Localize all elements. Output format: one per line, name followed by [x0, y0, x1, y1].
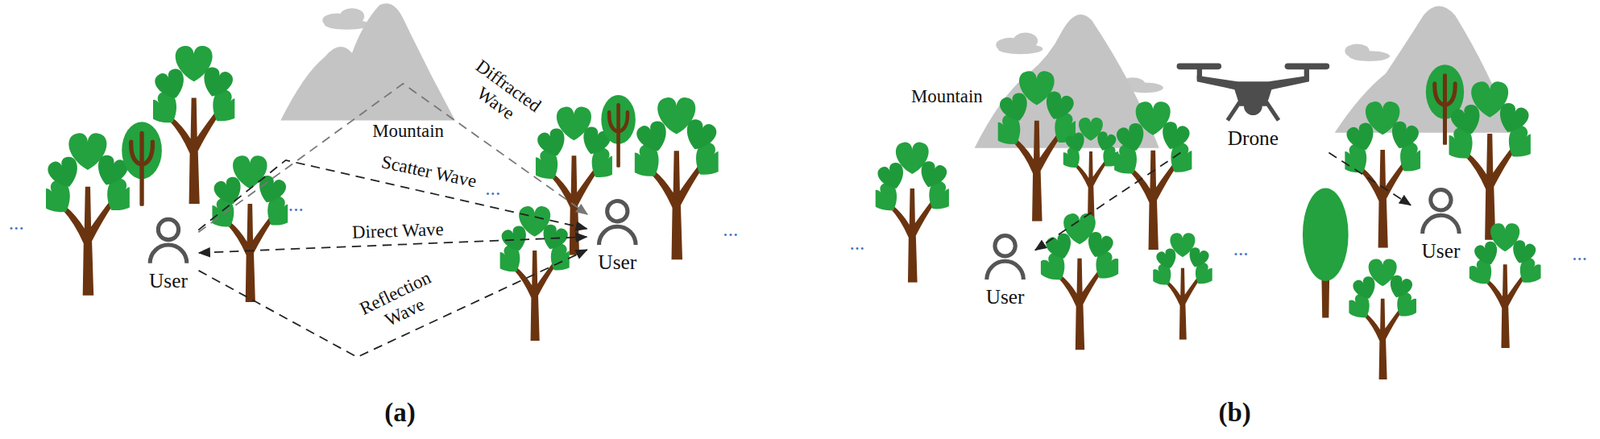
panel-label: (b): [1218, 398, 1251, 428]
node-label: User: [986, 286, 1025, 309]
ellipsis-mark: ...: [722, 217, 738, 241]
ellipsis-mark: ...: [8, 211, 25, 234]
mountain: [280, 3, 456, 121]
drone-legs: [1227, 102, 1279, 121]
drone-node: Drone: [1172, 57, 1334, 152]
drone-body: [1176, 63, 1330, 117]
place-label: Mountain: [372, 121, 444, 142]
tree: [1463, 223, 1548, 349]
ellipsis-mark: ...: [1571, 241, 1588, 265]
user-node: User: [140, 214, 196, 295]
ellipsis-mark: ...: [288, 192, 304, 216]
user-body: [598, 226, 636, 245]
cloud-puff: [998, 43, 1044, 54]
ellipsis-mark: ...: [849, 232, 865, 255]
ellipsis-mark: ...: [1233, 236, 1249, 260]
wave-label: Direct Wave: [352, 218, 444, 243]
tree: [490, 206, 581, 341]
user-node: User: [589, 195, 645, 276]
user-icon: [593, 198, 641, 248]
cloud: [322, 8, 369, 30]
user-head: [994, 236, 1016, 257]
user-body: [986, 261, 1024, 280]
tree: [121, 121, 162, 205]
tree: [1437, 81, 1544, 240]
user-head: [1430, 190, 1451, 211]
tree: [622, 97, 732, 260]
user-body: [1422, 215, 1460, 234]
wave-path: [198, 249, 588, 357]
tree: [1343, 258, 1424, 380]
user-icon: [1417, 186, 1464, 237]
user-icon: [145, 216, 192, 266]
node-label: User: [597, 251, 637, 274]
user-head: [607, 201, 628, 222]
place-label: Mountain: [911, 87, 983, 108]
node-label: Drone: [1227, 126, 1279, 150]
tree: [601, 95, 636, 166]
tree: [1034, 213, 1127, 350]
node-label: User: [1421, 240, 1460, 263]
wave-label: Diffracted Wave: [451, 49, 553, 139]
wave-label: Reflection Wave: [344, 261, 456, 345]
drone-camera: [1243, 96, 1263, 116]
user-head: [157, 219, 179, 240]
tree: [1302, 187, 1349, 318]
node-label: User: [149, 269, 188, 292]
wave-path: [1328, 153, 1411, 206]
tree: [866, 142, 961, 283]
user-icon: [981, 232, 1028, 282]
user-node: User: [1413, 184, 1468, 265]
panel-label: (a): [384, 398, 415, 428]
drone-icon: [1176, 58, 1330, 123]
user-node: User: [977, 230, 1033, 311]
cloud-puff: [324, 19, 370, 30]
tree: [1334, 101, 1433, 249]
cloud-puff: [1348, 50, 1390, 62]
ellipsis-mark: ...: [484, 176, 501, 199]
tree: [1147, 232, 1219, 340]
wave-path: [1035, 153, 1181, 251]
user-body: [149, 244, 187, 264]
tree: [1103, 101, 1204, 250]
